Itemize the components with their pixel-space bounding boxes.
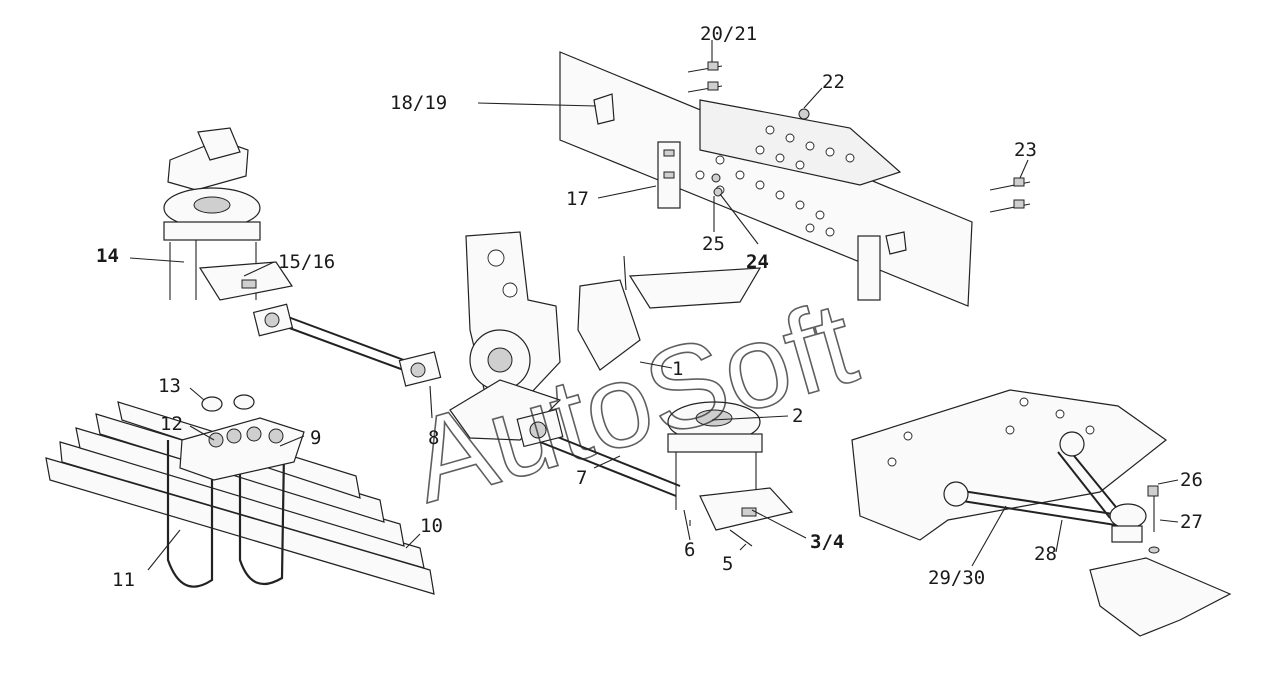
callout-1: 1 <box>672 358 683 380</box>
cross-member-assembly <box>851 389 1232 637</box>
callout-3-4: 3/4 <box>810 531 844 553</box>
callout-15-16: 15/16 <box>278 251 335 273</box>
leaf-spring-assembly <box>45 394 435 595</box>
callout-14: 14 <box>96 245 119 267</box>
callout-12: 12 <box>160 413 183 435</box>
lower-torque-rod-7 <box>516 408 681 497</box>
spring-top-plate-9 <box>179 417 305 481</box>
lower-right-spring-seat-2 <box>667 401 794 547</box>
callout-7: 7 <box>576 467 587 489</box>
bottom-bracket <box>1089 525 1232 637</box>
leader-lines <box>129 40 1179 571</box>
washers-24-25 <box>711 173 723 197</box>
callout-18-19: 18/19 <box>390 92 447 114</box>
upper-left-spring-seat <box>163 127 293 301</box>
callout-5: 5 <box>722 553 733 575</box>
callout-labels: 1 2 3/4 5 6 7 8 9 10 11 12 13 14 15/16 1… <box>96 23 1203 591</box>
watermark: AutoSoft <box>398 276 869 528</box>
callout-10: 10 <box>420 515 443 537</box>
callout-20-21: 20/21 <box>700 23 757 45</box>
callout-22: 22 <box>822 71 845 93</box>
callout-2: 2 <box>792 405 803 427</box>
callout-28: 28 <box>1034 543 1057 565</box>
callout-24: 24 <box>746 251 769 273</box>
v-rod-28 <box>943 431 1147 529</box>
callout-6: 6 <box>684 539 695 561</box>
callout-17: 17 <box>566 188 589 210</box>
callout-26: 26 <box>1180 469 1203 491</box>
callout-11: 11 <box>112 569 135 591</box>
bracket-17 <box>657 141 681 209</box>
nuts-13 <box>201 394 255 412</box>
bolts-20-21 <box>687 61 723 93</box>
right-frame-bracket <box>857 231 907 301</box>
callout-9: 9 <box>310 427 321 449</box>
nut-22 <box>798 108 810 120</box>
callout-29-30: 29/30 <box>928 567 985 589</box>
bolts-23 <box>989 177 1031 213</box>
upper-torque-rod <box>252 303 442 387</box>
callout-25: 25 <box>702 233 725 255</box>
callout-13: 13 <box>158 375 181 397</box>
cross-member-holes <box>887 397 1095 467</box>
bolt-26-27 <box>1147 485 1160 554</box>
bracket-18-19 <box>593 93 615 125</box>
callout-27: 27 <box>1180 511 1203 533</box>
callout-8: 8 <box>428 427 439 449</box>
callout-23: 23 <box>1014 139 1037 161</box>
frame-plate-holes <box>695 125 855 237</box>
u-bolt-11 <box>166 440 286 588</box>
